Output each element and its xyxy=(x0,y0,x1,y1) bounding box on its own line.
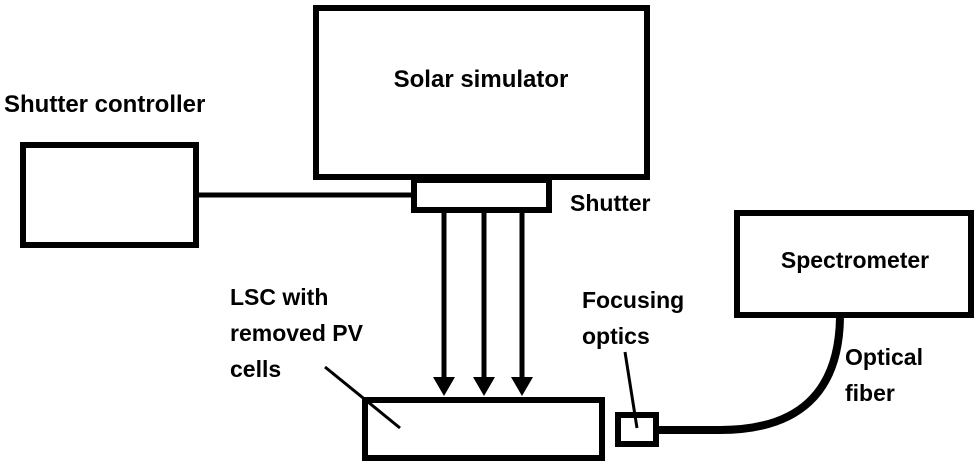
focusing-optics-leader-line xyxy=(623,351,639,429)
optical-fiber-label-line-1: Optical xyxy=(845,344,923,370)
spectrometer-box xyxy=(734,210,974,318)
shutter-box xyxy=(411,177,552,213)
optical-fiber xyxy=(659,317,844,434)
optical-fiber-label-line-2: fiber xyxy=(845,380,895,406)
light-arrow-head xyxy=(473,377,495,396)
shutter-label: Shutter xyxy=(570,190,651,216)
light-arrow-head xyxy=(433,377,455,396)
lsc-label-line-2: removed PV xyxy=(230,320,364,346)
shutter-controller-box xyxy=(20,142,199,248)
lsc-label-line-3: cells xyxy=(230,356,281,382)
spectrometer-label: Spectrometer xyxy=(781,247,929,273)
shutter-controller-label: Shutter controller xyxy=(4,91,205,118)
lsc-box xyxy=(362,397,605,461)
focusing-optics-label-line-1: Focusing xyxy=(582,287,684,313)
lsc-label-line-1: LSC with xyxy=(230,284,328,310)
light-arrow-head xyxy=(511,377,533,396)
focusing-optics-label-line-2: optics xyxy=(582,323,650,349)
focusing-optics-box xyxy=(615,412,659,447)
solar-simulator-label: Solar simulator xyxy=(394,66,569,93)
lsc-leader-line xyxy=(324,365,401,430)
light-arrows xyxy=(433,212,533,396)
